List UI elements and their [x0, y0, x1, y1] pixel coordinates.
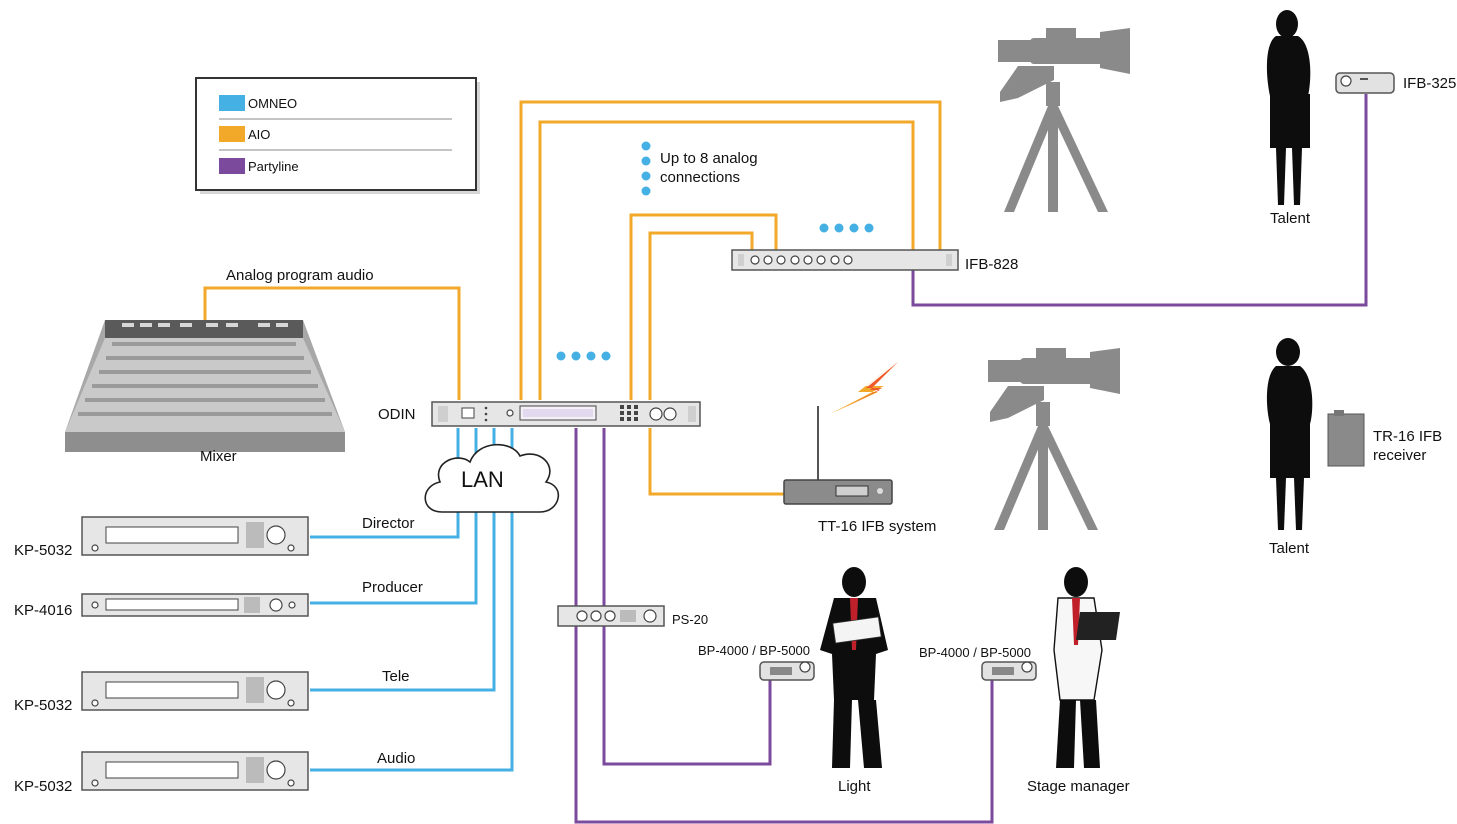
- connection-dots-vertical: [641, 141, 651, 196]
- stage-manager-label: Stage manager: [1027, 778, 1130, 795]
- up-to-8-analog-line2: connections: [660, 169, 740, 186]
- talent-top-label: Talent: [1270, 210, 1311, 227]
- ps20-label: PS-20: [672, 612, 708, 627]
- ifb828-device: [731, 249, 959, 271]
- legend-swatch-omneo: [219, 95, 245, 111]
- legend: OMNEO AIO Partyline: [195, 77, 480, 194]
- mixer-label: Mixer: [200, 448, 237, 465]
- bp-light-label: BP-4000 / BP-5000: [698, 643, 810, 658]
- light-operator-silhouette: [820, 567, 888, 768]
- analog-program-audio-label: Analog program audio: [226, 267, 374, 284]
- lan-label: LAN: [461, 467, 504, 492]
- partyline-cables: [574, 94, 1368, 824]
- tt16-label: TT-16 IFB system: [818, 518, 936, 535]
- tr16-receiver: [1327, 410, 1365, 467]
- ifb325-device: [1335, 72, 1395, 94]
- panel-model-2: KP-4016: [14, 602, 72, 619]
- odin-label: ODIN: [378, 406, 416, 423]
- panel-role-producer: Producer: [362, 579, 423, 596]
- panel-kp5032-audio: [81, 751, 309, 791]
- ps20-device: [557, 605, 665, 627]
- talent-silhouette-top: [1266, 10, 1311, 205]
- bp-stage-label: BP-4000 / BP-5000: [919, 645, 1031, 660]
- panel-kp5032-director: [81, 516, 309, 556]
- connection-dots-ifb828: [819, 223, 874, 233]
- legend-label-aio: AIO: [248, 127, 270, 142]
- mixer-console: Mixer: [65, 320, 345, 465]
- connection-dots-odin: [556, 351, 611, 361]
- legend-swatch-aio: [219, 126, 245, 142]
- panel-role-director: Director: [362, 515, 415, 532]
- ifb828-label: IFB-828: [965, 256, 1018, 273]
- panel-kp4016-producer: [81, 593, 309, 617]
- up-to-8-analog-line1: Up to 8 analog: [660, 150, 758, 167]
- panel-model-4: KP-5032: [14, 778, 72, 795]
- panel-role-tele: Tele: [382, 668, 410, 685]
- aio-cables: [203, 100, 942, 496]
- panel-model-1: KP-5032: [14, 542, 72, 559]
- beltpack-light: [759, 661, 815, 681]
- stage-manager-silhouette: [1053, 567, 1120, 768]
- panel-kp5032-tele: [81, 671, 309, 711]
- camera-icon: [998, 28, 1130, 212]
- cloud-icon: LAN: [424, 443, 560, 513]
- legend-label-partyline: Partyline: [248, 159, 299, 174]
- panel-model-3: KP-5032: [14, 697, 72, 714]
- talent-silhouette-bottom: [1266, 338, 1313, 530]
- legend-swatch-partyline: [219, 158, 245, 174]
- tr16-label-line2: receiver: [1373, 447, 1426, 464]
- odin-matrix: [431, 401, 701, 427]
- beltpack-stage: [981, 661, 1037, 681]
- tr16-label-line1: TR-16 IFB: [1373, 428, 1442, 445]
- ifb325-label: IFB-325: [1403, 75, 1456, 92]
- panel-role-audio: Audio: [377, 750, 415, 767]
- camera-icon: [988, 348, 1120, 530]
- talent-bottom-label: Talent: [1269, 540, 1310, 557]
- legend-label-omneo: OMNEO: [248, 96, 297, 111]
- lightning-icon: [830, 357, 903, 414]
- light-label: Light: [838, 778, 871, 795]
- tt16-transmitter: [783, 406, 893, 505]
